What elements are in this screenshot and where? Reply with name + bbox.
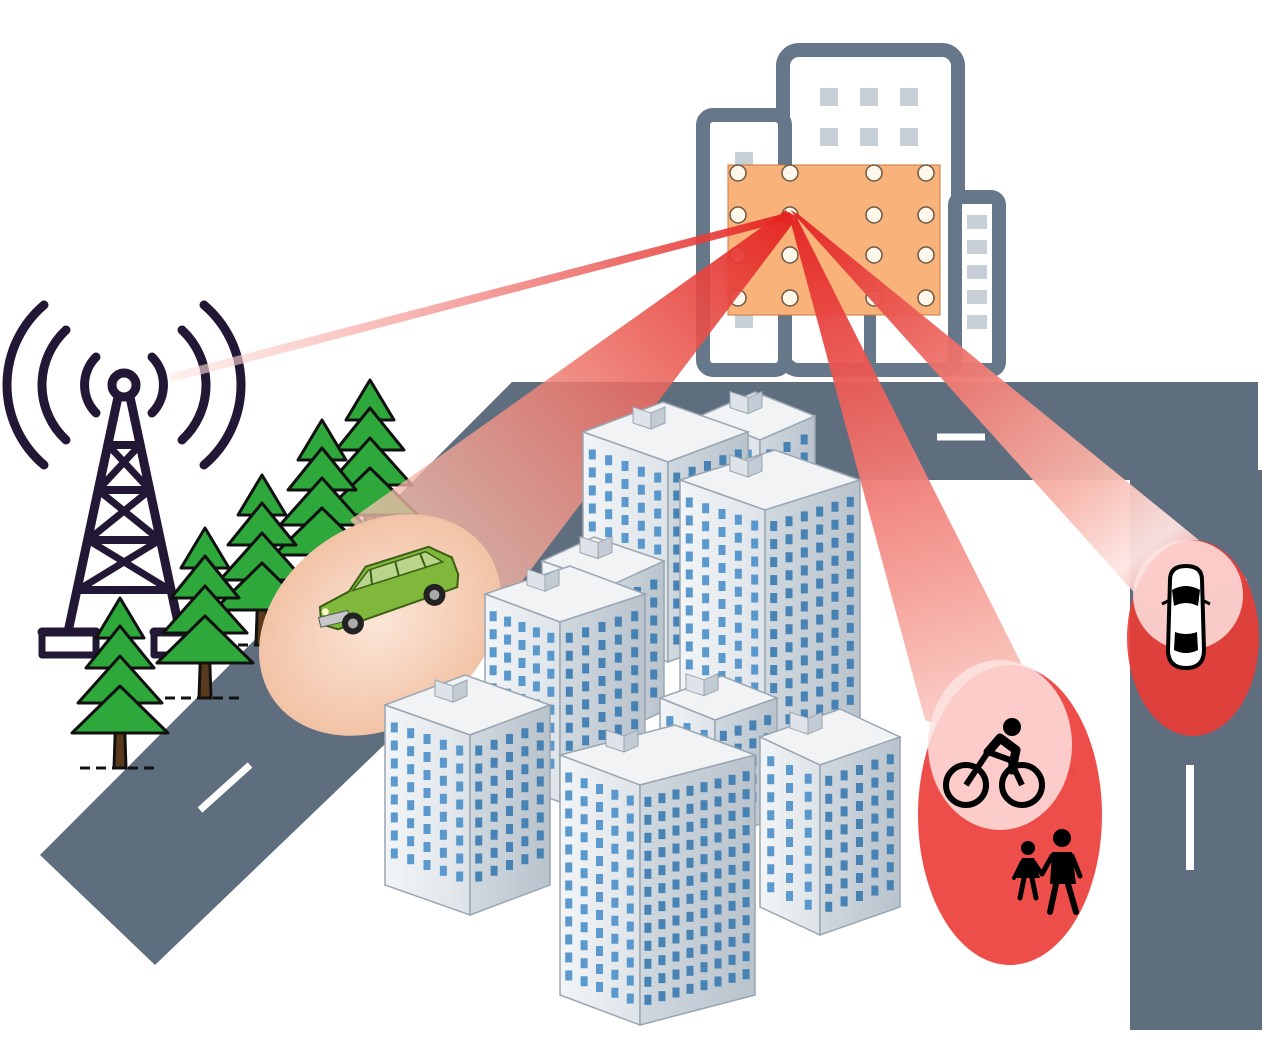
pine-tree-icon <box>70 596 170 770</box>
pine-tree-icon <box>155 526 255 700</box>
skyscraper <box>557 724 758 1027</box>
lane-marking <box>197 762 253 813</box>
beam-spot-cyclist-inner <box>928 660 1072 830</box>
ris-element <box>917 289 935 307</box>
radio-tower-icon <box>2 300 246 659</box>
skyscraper <box>382 674 553 917</box>
ris-element <box>781 164 799 182</box>
building-windows <box>735 88 987 329</box>
beam-to-cyclist-pedestrians <box>788 212 1080 780</box>
ris-element <box>781 246 799 264</box>
skyscraper <box>758 708 902 937</box>
ris-element <box>865 164 883 182</box>
ris-element <box>917 246 935 264</box>
ris-element <box>917 164 935 182</box>
ris-element <box>729 206 747 224</box>
cyclist-icon <box>943 718 1045 808</box>
ris-element <box>729 164 747 182</box>
ris-element <box>917 206 935 224</box>
skyscraper-cluster-icon <box>382 390 902 1027</box>
car-top-view-icon <box>1161 563 1211 671</box>
car-icon <box>317 545 460 635</box>
ris-element <box>865 246 883 264</box>
beam-to-car-top-view <box>790 210 1248 610</box>
ris-element <box>781 289 799 307</box>
beam-to-base-station <box>168 212 790 382</box>
pedestrians-icon <box>1012 829 1083 915</box>
car-with-halo <box>259 514 501 736</box>
ris-element <box>865 206 883 224</box>
